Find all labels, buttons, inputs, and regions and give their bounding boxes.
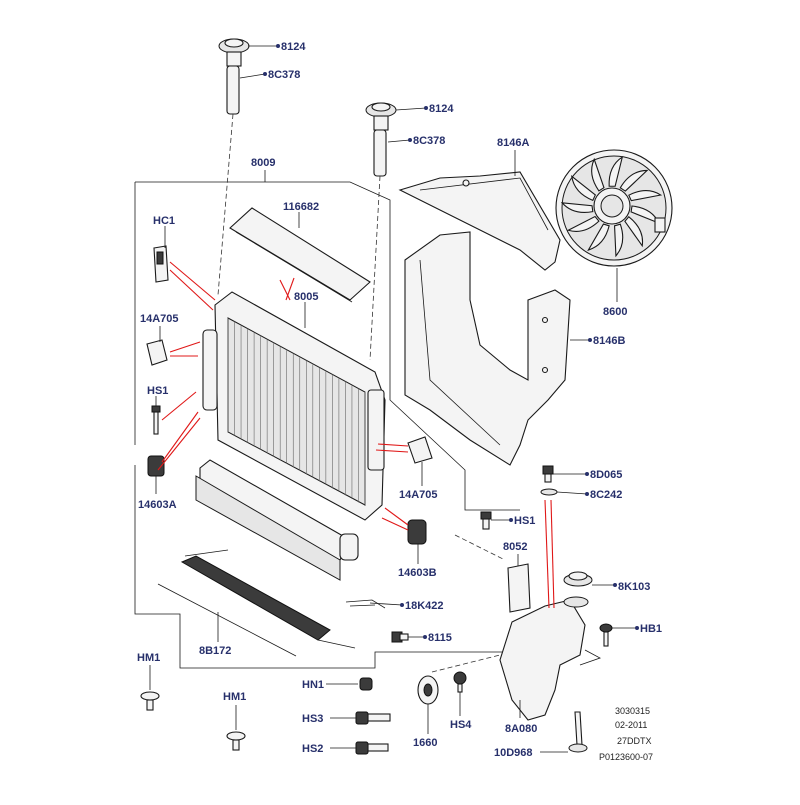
shroud-upper-8146a <box>398 171 561 271</box>
bolt-hb1 <box>599 623 613 647</box>
leader-lines <box>149 45 637 753</box>
shroud-lower-8146b <box>404 231 571 466</box>
label-shroud-upper: 8146A <box>497 137 529 149</box>
highlight-lines <box>157 261 555 609</box>
anchor-dots <box>263 44 639 639</box>
bolt-hs1-left <box>151 405 161 435</box>
label-radiator: 8005 <box>294 291 318 303</box>
label-mount-right: 14603B <box>398 567 437 579</box>
nut-hn1 <box>359 677 373 691</box>
plug-8115 <box>391 631 409 643</box>
label-grommet: 1660 <box>413 737 437 749</box>
nut-8d065 <box>542 465 554 483</box>
hose-8c378-mid <box>369 129 387 361</box>
fan-blade <box>571 175 597 202</box>
cooler-bar <box>157 549 356 657</box>
cap-8124-top <box>218 38 250 67</box>
label-nut-8d065: 8D065 <box>590 469 622 481</box>
label-hose-mid: 8C378 <box>413 135 445 147</box>
label-hs3: HS3 <box>302 713 323 725</box>
label-hb1: HB1 <box>640 623 662 635</box>
fan-blade <box>619 169 649 192</box>
label-deflector: 116682 <box>283 201 319 213</box>
label-hm1-a: HM1 <box>137 652 160 664</box>
label-hn1: HN1 <box>302 679 324 691</box>
ref-line-4: P0123600-07 <box>599 752 653 762</box>
label-reservoir: 8A080 <box>505 723 537 735</box>
radiator-8005 <box>202 291 386 521</box>
label-hs1-right: HS1 <box>514 515 535 527</box>
fan-blade <box>628 190 663 202</box>
hose-8c378-top <box>217 65 240 296</box>
part-labels: 8124 8C378 8124 8C378 8009 8146A 116682 … <box>137 41 662 759</box>
cap-8124-mid <box>365 102 397 131</box>
fan-blade <box>591 157 605 192</box>
label-clip-10d968: 10D968 <box>494 747 533 759</box>
label-sensor: 8052 <box>503 541 527 553</box>
ref-line-1: 3030315 <box>615 706 650 716</box>
label-mount-left: 14603A <box>138 499 177 511</box>
label-plug: 8115 <box>428 632 452 644</box>
label-cap-mid: 8124 <box>429 103 454 115</box>
fan-8600 <box>555 149 673 267</box>
label-shroud-lower: 8146B <box>593 335 625 347</box>
deflector-116682 <box>229 207 371 303</box>
fan-blade <box>587 223 610 251</box>
label-clip-hc1: HC1 <box>153 215 175 227</box>
grommet-1660 <box>417 675 439 705</box>
fan-blade <box>566 215 600 232</box>
reservoir-8a080 <box>499 596 601 721</box>
pipe-18k422 <box>345 599 386 609</box>
nut-hm1-a <box>140 691 160 711</box>
mount-14603b <box>407 519 427 545</box>
nut-hm1-b <box>226 731 246 751</box>
label-hose-top: 8C378 <box>268 69 300 81</box>
bolt-hs1-right <box>480 511 492 530</box>
fan-blade <box>608 155 624 187</box>
washer-8c242 <box>540 488 558 496</box>
reservoir-cap-8k103 <box>563 571 593 587</box>
bolt-hs3 <box>355 711 391 725</box>
clip-10d968 <box>568 711 588 753</box>
assembly-outline-8009 <box>134 170 520 669</box>
label-radiator-frame: 8009 <box>251 157 275 169</box>
label-reservoir-cap: 8K103 <box>618 581 650 593</box>
sensor-8052 <box>507 563 531 613</box>
drawing-reference: 3030315 02-2011 27DDTX P0123600-07 <box>599 706 653 762</box>
label-hs4: HS4 <box>450 719 472 731</box>
cooler-8b172 <box>195 459 359 581</box>
fan-blade <box>613 223 624 258</box>
label-hm1-b: HM1 <box>223 691 246 703</box>
label-cap-top: 8124 <box>281 41 306 53</box>
label-bracket-right: 14A705 <box>399 489 438 501</box>
label-hs2: HS2 <box>302 743 323 755</box>
label-bracket-left: 14A705 <box>140 313 179 325</box>
clip-hc1 <box>153 245 169 283</box>
label-hs1-left: HS1 <box>147 385 168 397</box>
fan-blade <box>624 216 644 248</box>
bracket-14a705-right <box>407 436 433 464</box>
ref-line-3: 27DDTX <box>617 736 652 746</box>
bolt-hs4 <box>453 671 467 693</box>
bracket-14a705-left <box>146 339 168 366</box>
label-cooler: 8B172 <box>199 645 231 657</box>
fan-blade <box>560 202 594 214</box>
label-fan: 8600 <box>603 306 627 318</box>
label-washer-8c242: 8C242 <box>590 489 622 501</box>
ref-line-2: 02-2011 <box>615 720 647 730</box>
bolt-hs2 <box>355 741 389 755</box>
label-pipe: 18K422 <box>405 600 444 612</box>
